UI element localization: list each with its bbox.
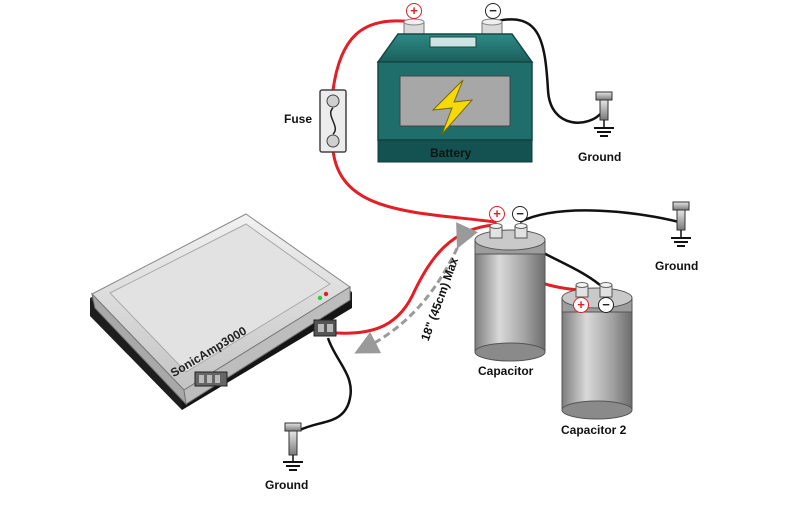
capacitor-2 xyxy=(561,282,633,420)
amplifier xyxy=(90,213,352,410)
ground-label-amp: Ground xyxy=(265,478,309,492)
ground-wire-battery xyxy=(492,18,603,124)
fuse xyxy=(319,89,347,153)
lightning-bolt-icon xyxy=(431,79,474,135)
max-length-arrow xyxy=(354,222,478,354)
battery-positive-terminal-icon: + xyxy=(406,3,422,19)
positive-wire-capacitor-to-amp xyxy=(335,223,496,335)
ground-wire-capacitor xyxy=(519,209,680,224)
capacitor2-negative-terminal-icon: − xyxy=(598,297,614,313)
amp-led-red xyxy=(323,291,329,297)
positive-wire-fuse-to-capacitor xyxy=(331,149,499,239)
capacitor-2-label: Capacitor 2 xyxy=(561,423,627,437)
capacitor-label: Capacitor xyxy=(478,364,534,378)
fuse-label: Fuse xyxy=(284,112,313,126)
battery-negative-terminal-icon: − xyxy=(485,3,501,19)
ground-bolt-battery xyxy=(594,91,614,137)
capacitor1-negative-terminal-icon: − xyxy=(512,206,528,222)
battery xyxy=(376,18,534,163)
capacitor1-positive-terminal-icon: + xyxy=(489,206,505,222)
positive-wire-battery-to-fuse xyxy=(331,19,414,91)
ground-label-battery: Ground xyxy=(578,150,622,164)
ground-label-capacitor: Ground xyxy=(655,259,699,273)
ground-bolt-amp xyxy=(283,422,303,471)
capacitor2-positive-terminal-icon: + xyxy=(573,297,589,313)
ground-bolt-capacitor xyxy=(671,201,691,247)
battery-label: Battery xyxy=(430,146,472,160)
ground-wire-amp xyxy=(299,337,353,432)
capacitor-1 xyxy=(474,223,546,362)
amp-led-green xyxy=(317,295,323,301)
